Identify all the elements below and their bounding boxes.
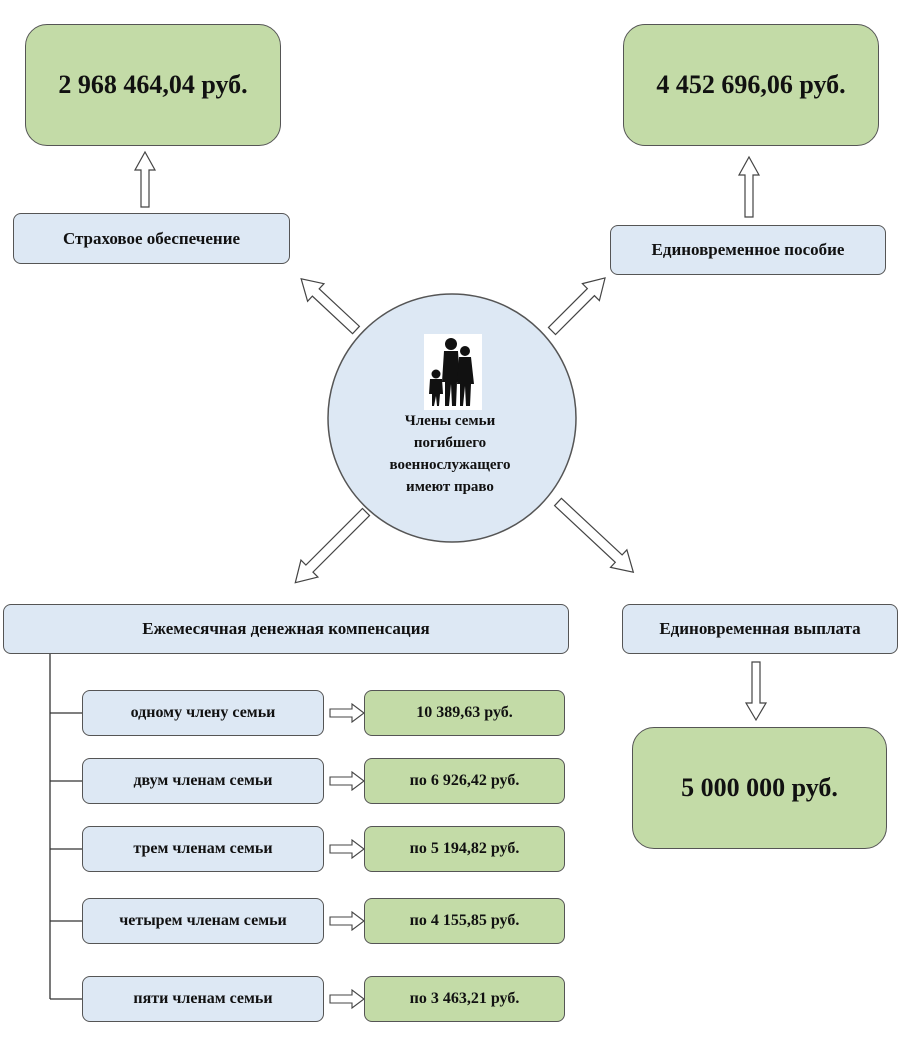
insurance-amount: 2 968 464,04 руб. <box>58 70 248 99</box>
monthly-recipient-box: одному члену семьи <box>82 690 324 736</box>
payment-amount-box: 5 000 000 руб. <box>632 727 887 849</box>
monthly-amount: по 5 194,82 руб. <box>409 840 520 857</box>
monthly-recipient-box: двум членам семьи <box>82 758 324 804</box>
row-arrow <box>329 988 365 1010</box>
allowance-amount: 4 452 696,06 руб. <box>656 70 846 99</box>
center-line: военнослужащего <box>389 457 511 473</box>
allowance-label: Единовременное пособие <box>651 240 845 259</box>
diag-arrow-monthly <box>294 507 371 584</box>
allowance-label-box: Единовременное пособие <box>610 225 886 275</box>
row-arrow <box>329 838 365 860</box>
monthly-amount-box: по 4 155,85 руб. <box>364 898 565 944</box>
monthly-recipient: двум членам семьи <box>133 772 273 789</box>
monthly-amount: по 3 463,21 руб. <box>409 990 520 1007</box>
payment-label: Единовременная выплата <box>659 619 861 638</box>
monthly-amount-box: 10 389,63 руб. <box>364 690 565 736</box>
up-arrow-allowance <box>737 155 761 218</box>
diag-arrow-allowance <box>547 277 606 336</box>
center-line: имеют право <box>406 479 494 495</box>
diag-arrow-payment <box>553 497 635 574</box>
insurance-label-box: Страховое обеспечение <box>13 213 290 264</box>
center-text: Члены семьи погибшего военнослужащего им… <box>360 410 540 498</box>
monthly-recipient: одному члену семьи <box>130 704 276 721</box>
center-line: Члены семьи <box>404 413 496 429</box>
monthly-amount: по 6 926,42 руб. <box>409 772 520 789</box>
monthly-amount-box: по 6 926,42 руб. <box>364 758 565 804</box>
down-arrow-payment <box>744 661 768 722</box>
payment-label-box: Единовременная выплата <box>622 604 898 654</box>
monthly-label-box: Ежемесячная денежная компенсация <box>3 604 569 654</box>
family-silhouette-icon <box>424 334 482 410</box>
row-arrow <box>329 770 365 792</box>
center-circle <box>327 293 577 543</box>
row-arrow <box>329 910 365 932</box>
row-arrow <box>329 702 365 724</box>
monthly-recipient-box: четырем членам семьи <box>82 898 324 944</box>
monthly-recipient: четырем членам семьи <box>119 912 287 929</box>
up-arrow-insurance <box>133 150 157 208</box>
monthly-recipient: пяти членам семьи <box>133 990 273 1007</box>
insurance-label: Страховое обеспечение <box>62 228 241 248</box>
monthly-recipient-box: трем членам семьи <box>82 826 324 872</box>
monthly-label: Ежемесячная денежная компенсация <box>142 619 430 638</box>
monthly-amount: по 4 155,85 руб. <box>409 912 520 929</box>
monthly-amount-box: по 3 463,21 руб. <box>364 976 565 1022</box>
monthly-recipient-box: пяти членам семьи <box>82 976 324 1022</box>
insurance-amount-box: 2 968 464,04 руб. <box>25 24 281 146</box>
monthly-recipient: трем членам семьи <box>133 840 273 857</box>
monthly-amount-box: по 5 194,82 руб. <box>364 826 565 872</box>
diag-arrow-insurance <box>300 278 361 335</box>
monthly-amount: 10 389,63 руб. <box>416 704 513 721</box>
allowance-amount-box: 4 452 696,06 руб. <box>623 24 879 146</box>
center-line: погибшего <box>413 435 487 451</box>
payment-amount: 5 000 000 руб. <box>681 773 838 802</box>
